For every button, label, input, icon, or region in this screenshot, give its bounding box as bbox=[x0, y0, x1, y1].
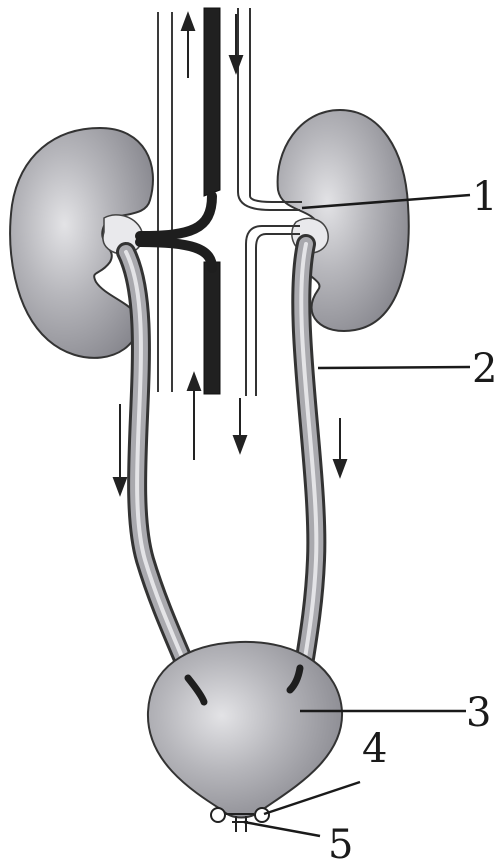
arrow-down-icon bbox=[114, 404, 126, 494]
arrow-down-icon bbox=[234, 398, 246, 452]
bladder bbox=[148, 642, 342, 818]
left-renal-artery bbox=[140, 196, 212, 236]
vena-cava bbox=[158, 12, 172, 392]
leader-line-5 bbox=[244, 822, 320, 836]
sphincter-left bbox=[211, 808, 225, 822]
arrow-up-icon bbox=[188, 374, 200, 460]
aorta-lower bbox=[204, 262, 220, 394]
callout-label-4: 4 bbox=[362, 726, 387, 772]
arrow-down-icon bbox=[230, 14, 242, 72]
sphincter-right bbox=[255, 808, 269, 822]
callout-label-5: 5 bbox=[328, 822, 353, 864]
callout-label-3: 3 bbox=[466, 690, 491, 736]
aorta-upper bbox=[204, 8, 220, 196]
arrow-up-icon bbox=[182, 14, 194, 78]
arrow-down-icon bbox=[334, 418, 346, 476]
aorta-bend bbox=[140, 242, 212, 268]
leader-line-2 bbox=[318, 367, 470, 368]
callout-label-2: 2 bbox=[472, 346, 497, 392]
callout-label-1: 1 bbox=[472, 174, 497, 220]
